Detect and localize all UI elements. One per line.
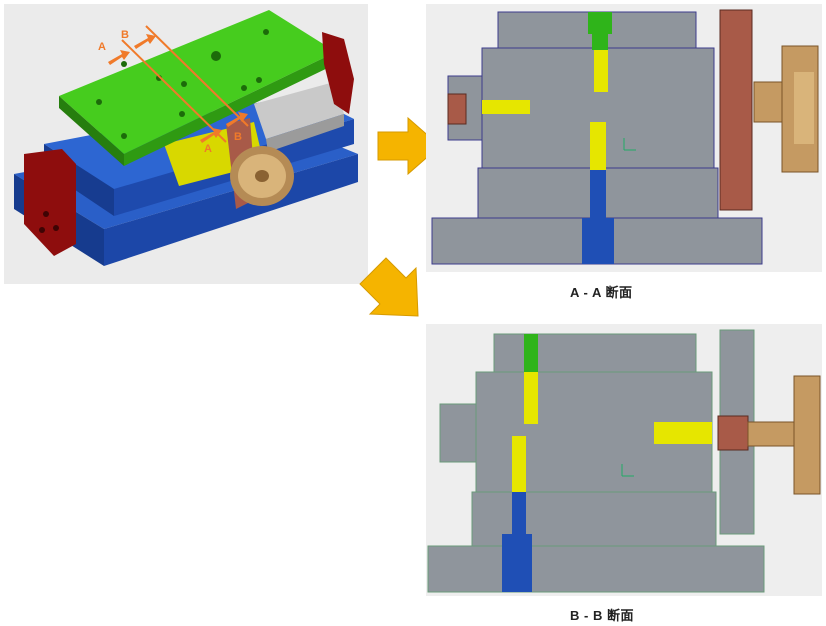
aa-red-bushing bbox=[447, 93, 467, 125]
marker-b-bottom: B bbox=[234, 131, 242, 143]
top-plate-left bbox=[59, 96, 124, 166]
section-bb-caption: B - B 断面 bbox=[570, 608, 634, 623]
isometric-drawing: A B A B bbox=[14, 10, 358, 266]
top-plate-top bbox=[59, 10, 336, 154]
bb-blue-pin-base bbox=[502, 534, 532, 592]
plate-holes bbox=[96, 29, 269, 139]
arrow-to-section-bb bbox=[359, 257, 419, 317]
section-bb-drawing bbox=[427, 329, 821, 593]
marker-a-bottom: A bbox=[204, 143, 212, 155]
aa-blue-pin-base bbox=[582, 218, 614, 264]
aa-green-pin bbox=[588, 12, 612, 34]
left-clamp-holes bbox=[39, 211, 59, 233]
aa-blue-pin bbox=[590, 170, 606, 218]
isometric-view: A B A B bbox=[4, 4, 368, 284]
gray-rack-front bbox=[266, 114, 344, 152]
bb-axis-mark bbox=[621, 464, 634, 477]
section-line-a bbox=[121, 39, 227, 143]
bb-green-pin bbox=[524, 334, 538, 372]
aa-yellow-pin-lower bbox=[590, 122, 606, 170]
aa-axis-mark bbox=[623, 138, 636, 151]
marker-a-top: A bbox=[98, 41, 106, 53]
section-arrow-b-top bbox=[134, 34, 156, 49]
section-line-b bbox=[145, 25, 249, 127]
section-arrow-b-bottom bbox=[226, 112, 248, 127]
gray-rack bbox=[254, 82, 344, 139]
base-front bbox=[104, 154, 358, 266]
aa-knob-slot bbox=[794, 72, 814, 144]
bb-knob-body bbox=[793, 375, 821, 495]
aa-screw-shaft bbox=[753, 81, 783, 123]
aa-yellow-rod bbox=[482, 100, 530, 114]
bb-screw-shaft bbox=[747, 421, 797, 447]
section-arrow-a-bottom bbox=[200, 128, 222, 143]
section-aa-view bbox=[426, 4, 822, 272]
section-aa-drawing bbox=[431, 9, 819, 265]
bb-base-block bbox=[427, 545, 765, 593]
marker-b-top: B bbox=[121, 29, 129, 41]
left-clamp bbox=[24, 149, 76, 256]
bb-blue-pin bbox=[512, 492, 526, 534]
section-bb-view bbox=[426, 324, 822, 596]
knob-center bbox=[255, 170, 269, 182]
aa-clamp-bar bbox=[719, 9, 753, 211]
right-clamp bbox=[322, 32, 354, 114]
bb-yellow-pin-upper bbox=[524, 372, 538, 424]
bb-left-ear bbox=[439, 403, 477, 463]
aa-green-pin-neck bbox=[592, 34, 608, 50]
bb-yellow-rod bbox=[654, 422, 712, 444]
section-arrow-a-top bbox=[108, 50, 130, 65]
bb-red-bushing bbox=[717, 415, 749, 451]
section-aa-caption: A - A 断面 bbox=[570, 285, 633, 300]
aa-yellow-pin-upper bbox=[594, 50, 608, 92]
bb-yellow-pin-lower bbox=[512, 436, 526, 492]
